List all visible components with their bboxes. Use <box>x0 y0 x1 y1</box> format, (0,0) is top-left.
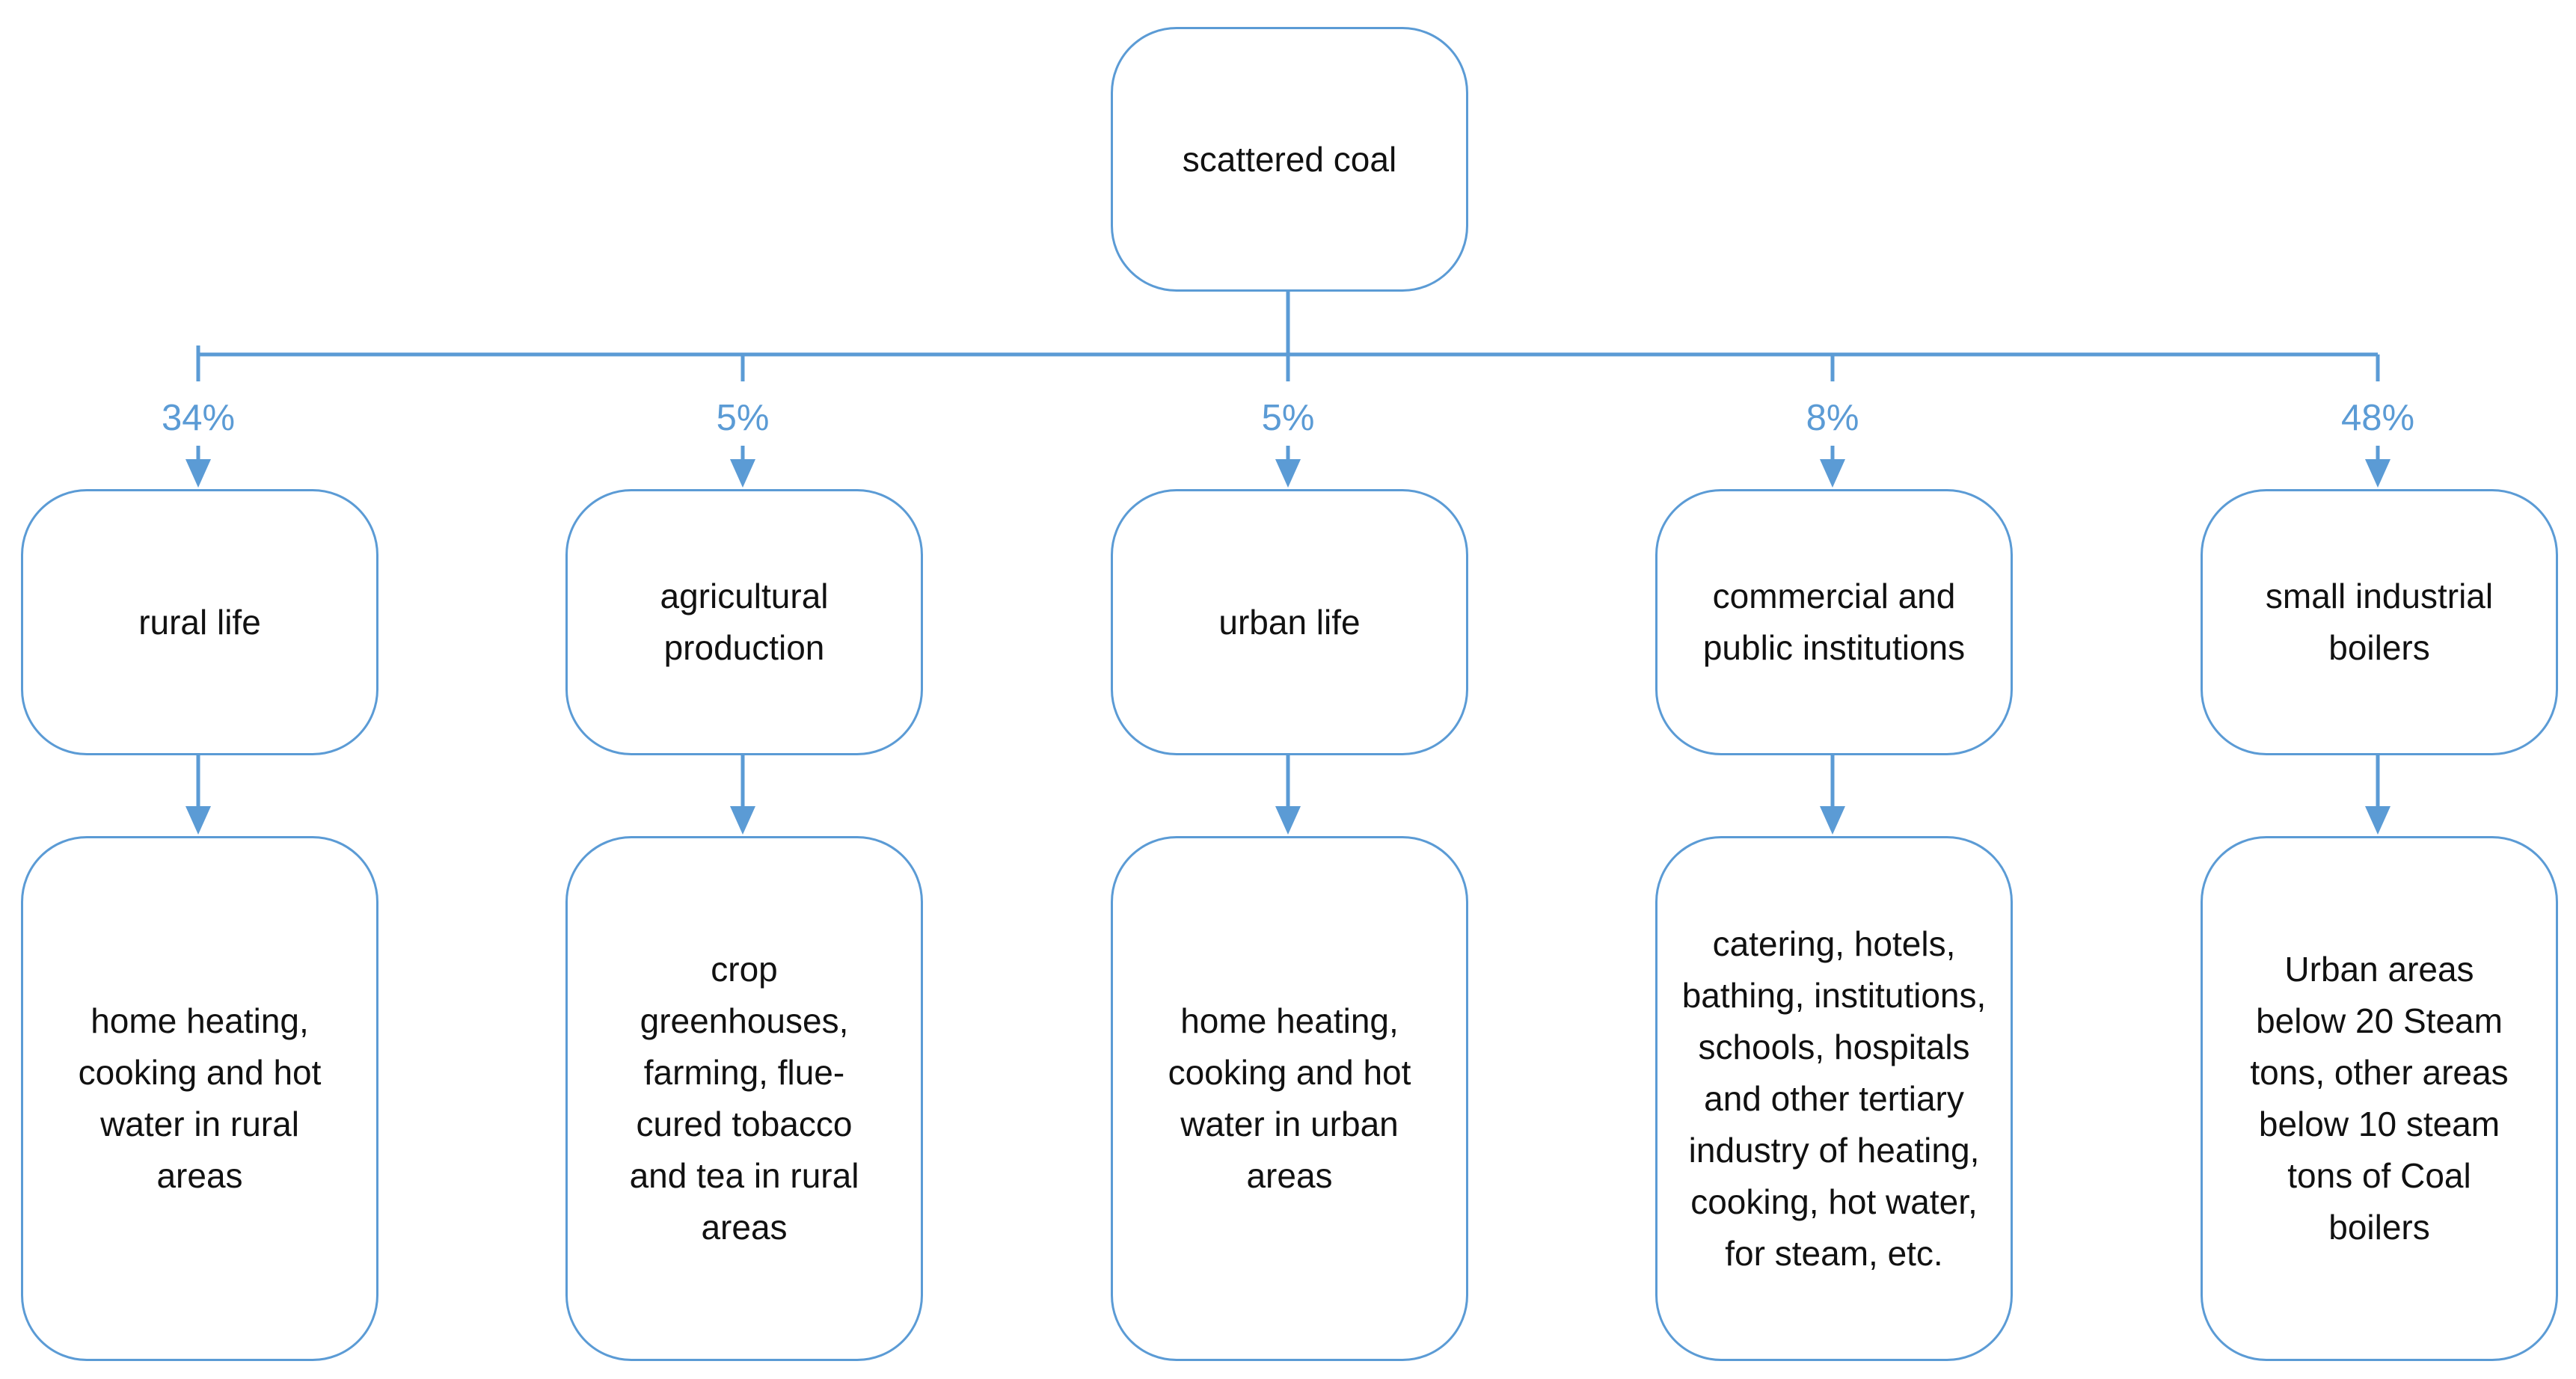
branch-connector-2 <box>730 354 755 835</box>
category-node-small-industrial-boilers: small industrial boilers <box>2201 489 2558 755</box>
branch-connector-1 <box>185 354 211 835</box>
category-label: agricultural production <box>660 577 829 667</box>
category-node-rural-life: rural life <box>21 489 378 755</box>
category-node-commercial-public: commercial and public institutions <box>1655 489 2013 755</box>
percent-label-rural-life: 34% <box>161 398 236 438</box>
arrowhead-icon <box>2365 806 2391 835</box>
percent-label-urban-life: 5% <box>1261 398 1315 438</box>
category-node-urban-life: urban life <box>1111 489 1468 755</box>
category-label: urban life <box>1218 602 1361 642</box>
detail-text: Urban areas below 20 Steam tons, other a… <box>2250 950 2509 1247</box>
category-label: small industrial boilers <box>2265 577 2494 667</box>
percent-label-commercial-public: 8% <box>1806 398 1859 438</box>
detail-node-urban-life: home heating, cooking and hot water in u… <box>1111 836 1468 1361</box>
branch-connector-4 <box>1820 354 1845 835</box>
arrowhead-icon <box>2365 459 2391 488</box>
category-label: commercial and public institutions <box>1702 577 1966 667</box>
arrowhead-icon <box>1275 806 1301 835</box>
detail-text: catering, hotels, bathing, institutions,… <box>1681 924 1987 1273</box>
detail-text: home heating, cooking and hot water in r… <box>78 1001 322 1195</box>
branch-connector-3 <box>1275 354 1301 835</box>
arrowhead-icon <box>730 459 755 488</box>
detail-text: crop greenhouses, farming, flue-cured to… <box>629 950 859 1247</box>
arrowhead-icon <box>1275 459 1301 488</box>
arrowhead-icon <box>185 806 211 835</box>
detail-node-agricultural-production: crop greenhouses, farming, flue-cured to… <box>565 836 923 1361</box>
category-node-agricultural-production: agricultural production <box>565 489 923 755</box>
arrowhead-icon <box>1820 459 1845 488</box>
percent-label-agricultural-production: 5% <box>716 398 770 438</box>
arrowhead-icon <box>185 459 211 488</box>
detail-node-small-industrial-boilers: Urban areas below 20 Steam tons, other a… <box>2201 836 2558 1361</box>
root-node-label: scattered coal <box>1182 139 1397 179</box>
arrowhead-icon <box>730 806 755 835</box>
percent-label-small-industrial-boilers: 48% <box>2340 398 2415 438</box>
arrowhead-icon <box>1820 806 1845 835</box>
category-label: rural life <box>138 602 261 642</box>
detail-text: home heating, cooking and hot water in u… <box>1168 1001 1411 1195</box>
detail-node-commercial-public: catering, hotels, bathing, institutions,… <box>1655 836 2013 1361</box>
root-node-scattered-coal: scattered coal <box>1111 27 1468 292</box>
detail-node-rural-life: home heating, cooking and hot water in r… <box>21 836 378 1361</box>
branch-connector-5 <box>2365 354 2391 835</box>
